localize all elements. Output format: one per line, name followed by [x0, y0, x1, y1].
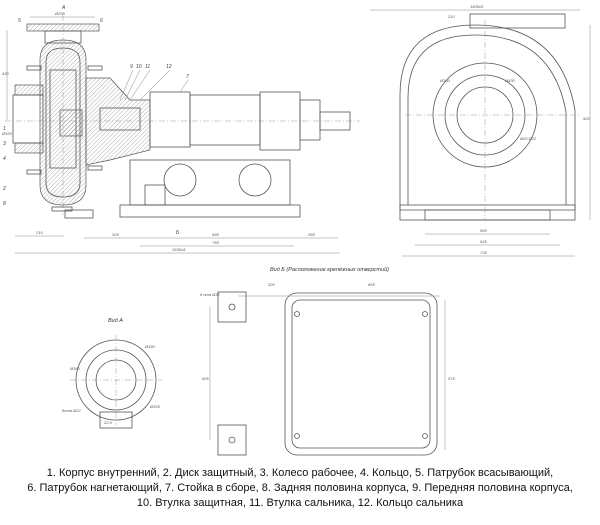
dim-inlet-dia: Ø320	[1, 131, 13, 136]
callout-9: 9	[130, 64, 133, 70]
view-a-marker: А	[61, 5, 66, 11]
dim-total-length: 1536±5	[172, 247, 186, 252]
dim-645: 645	[480, 239, 487, 244]
parts-legend: 1. Корпус внутренний, 2. Диск защитный, …	[0, 466, 600, 511]
view-a-title: Вид А	[108, 318, 123, 324]
dim-6-holes: 6 отв Ø32	[200, 292, 220, 297]
view-b-marker: Б	[176, 230, 180, 236]
side-view: 1405±5 210 Ø360 Ø430 Ø20 Ø22 555 645 735…	[370, 4, 590, 257]
dim-695: 695	[212, 232, 219, 237]
callout-10: 10	[136, 64, 142, 70]
dim-vb-575: 575	[448, 376, 455, 381]
section-view	[5, 15, 360, 219]
callout-12: 12	[166, 64, 172, 70]
dim-va-325: Ø325	[149, 404, 161, 409]
main-dimensions: Ø295 430 Ø320 210 329 695 268 755 1536±5…	[1, 5, 340, 254]
callout-11: 11	[145, 64, 150, 70]
bearing-unit	[119, 91, 351, 218]
callout-7: 7	[186, 74, 189, 80]
callout-1: 1	[3, 126, 6, 132]
view-b-title: Вид Б (Расположение крепёжных отверстий)	[270, 266, 389, 273]
dim-va-160: Ø160	[144, 344, 156, 349]
bolts	[26, 65, 103, 212]
callout-6: 6	[100, 18, 103, 24]
dim-vb-605: 605	[202, 376, 209, 381]
dim-268: 268	[307, 232, 315, 237]
dim-va-angle: 22.5	[103, 420, 113, 425]
legend-line-1: 1. Корпус внутренний, 2. Диск защитный, …	[46, 467, 554, 479]
dim-vb-655: 655	[368, 282, 375, 287]
legend-line-3: 10. Втулка защитная, 11. Втулка сальника…	[136, 497, 464, 509]
dim-555: 555	[480, 228, 487, 233]
view-b-mounting: 6 отв Ø32 320 655 605 575	[200, 282, 455, 456]
callout-3: 3	[3, 141, 6, 147]
dim-1405: 1405±5	[470, 4, 484, 9]
callout-2: 2	[2, 186, 6, 192]
legend-line-2: 6. Патрубок нагнетающий, 7. Стойка в сбо…	[27, 482, 573, 494]
dim-329: 329	[112, 232, 119, 237]
dim-360: Ø360	[439, 78, 451, 83]
dim-210: 210	[35, 230, 43, 235]
callout-5: 5	[18, 18, 21, 24]
part-callouts: 1 2 3 4 5 6 7 8 9 10 11 12	[2, 18, 189, 207]
dim-side-210: 210	[447, 14, 455, 19]
dim-height: 430	[2, 71, 9, 76]
dim-holes: Ø20 Ø22	[519, 136, 537, 141]
callout-8: 8	[3, 201, 6, 207]
dim-755: 755	[212, 240, 219, 245]
dim-va-holes: 8отв Ø22	[62, 408, 81, 413]
dim-430: Ø430	[504, 78, 516, 83]
dim-va-360: Ø360	[69, 366, 81, 371]
callout-4: 4	[3, 156, 6, 162]
dim-vb-320: 320	[268, 282, 275, 287]
dim-flange-dia: Ø295	[54, 11, 66, 16]
dim-920: 920	[583, 116, 590, 121]
view-a-flange: Ø160 Ø360 Ø325 8отв Ø22 22.5	[62, 335, 162, 429]
dim-735: 735	[480, 250, 487, 255]
